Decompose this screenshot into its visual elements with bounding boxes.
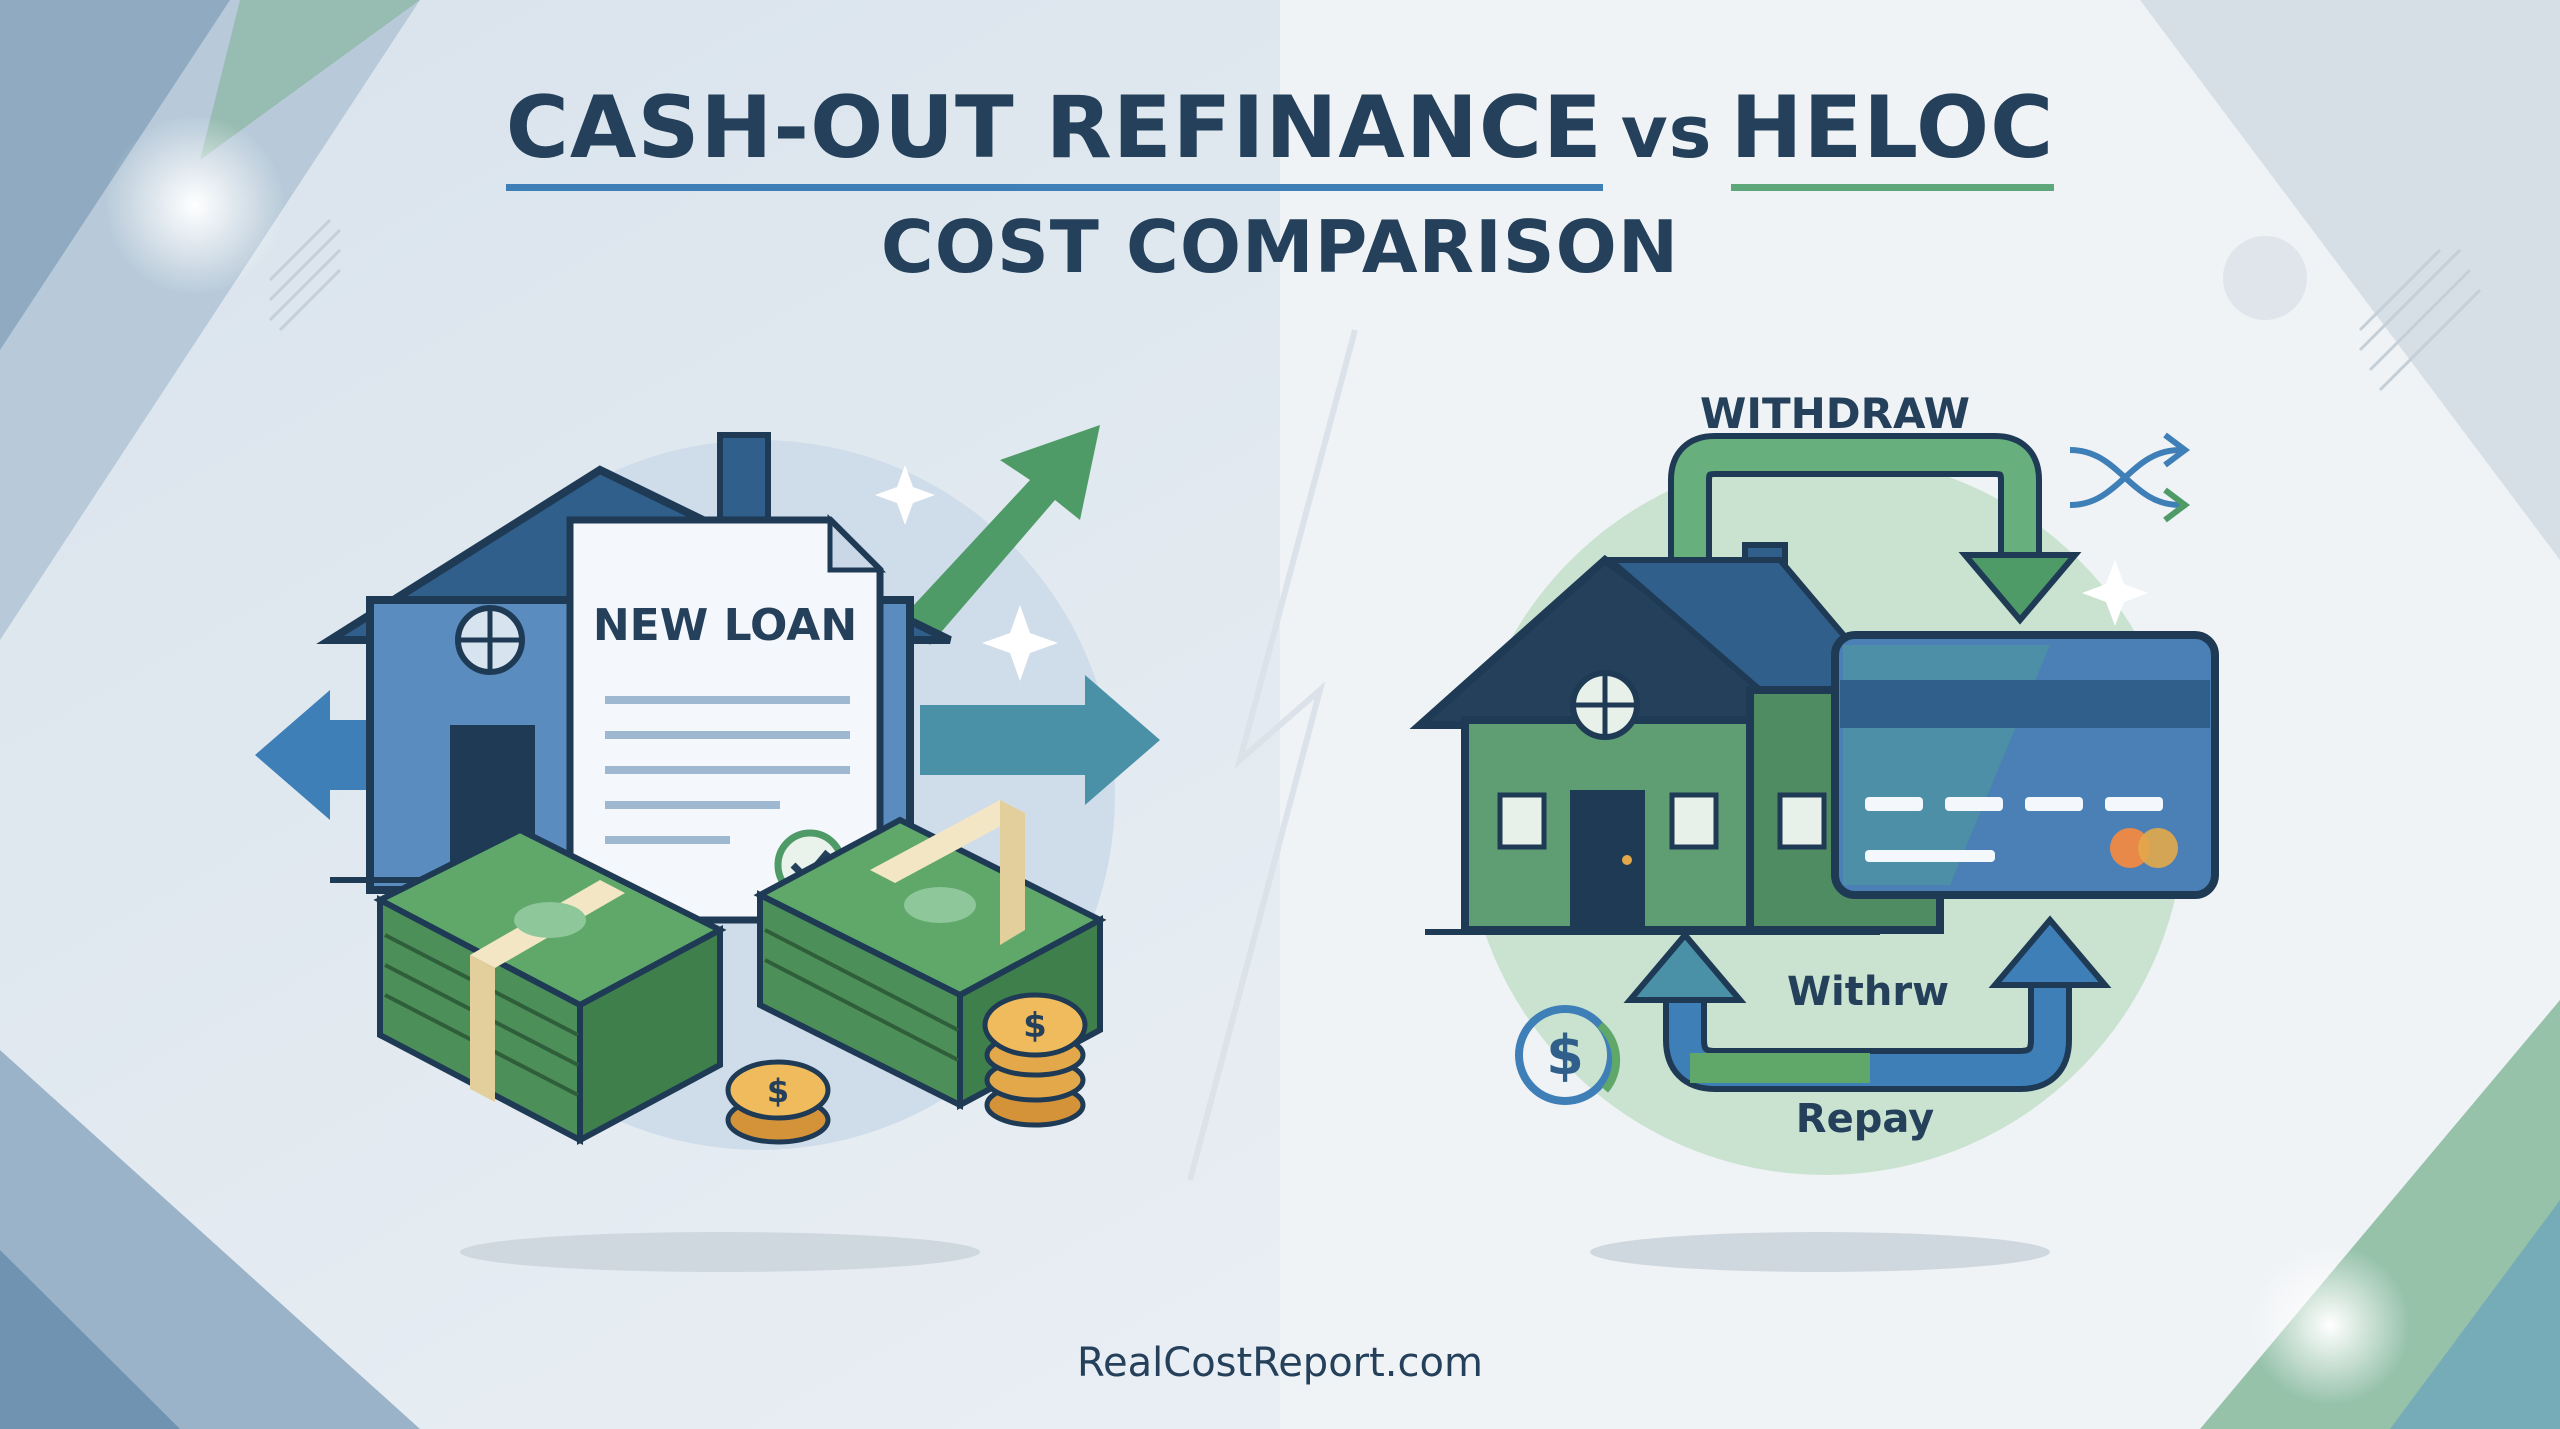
sparkle-icon xyxy=(2082,560,2148,626)
cash-stack-left-icon xyxy=(373,826,727,1146)
svg-text:$: $ xyxy=(767,1072,789,1110)
document-label: NEW LOAN xyxy=(593,600,857,651)
arrow-left-icon xyxy=(255,690,400,820)
heloc-illustration: WITHDRAW xyxy=(1409,389,2219,1175)
title-vs: vs xyxy=(1620,90,1713,174)
sparkle-icon xyxy=(875,465,935,525)
repay-label: Repay xyxy=(1796,1096,1934,1142)
arrow-right-icon xyxy=(920,675,1160,805)
title-heloc: HELOC xyxy=(1730,78,2055,191)
withdraw-top-label: WITHDRAW xyxy=(1700,389,1970,438)
dollar-cycle-icon: $ xyxy=(1515,1005,1621,1105)
svg-text:$: $ xyxy=(1023,1006,1047,1046)
footer-website: RealCostReport.com xyxy=(1077,1340,1483,1386)
subtitle: COST COMPARISON xyxy=(880,205,1680,289)
arrow-up-icon xyxy=(900,425,1100,645)
sparkle-icon xyxy=(982,605,1058,681)
refinance-illustration: NEW LOAN xyxy=(255,425,1160,1150)
title-refinance: CASH-OUT REFINANCE xyxy=(505,78,1603,191)
credit-card-icon xyxy=(1831,631,2219,899)
withdraw-middle-label: Withrw xyxy=(1787,969,1949,1015)
coin-icon: $ xyxy=(725,1059,831,1145)
shuffle-icon xyxy=(2069,432,2190,523)
coin-stack-icon: $ xyxy=(982,992,1088,1128)
svg-text:$: $ xyxy=(1546,1024,1584,1087)
